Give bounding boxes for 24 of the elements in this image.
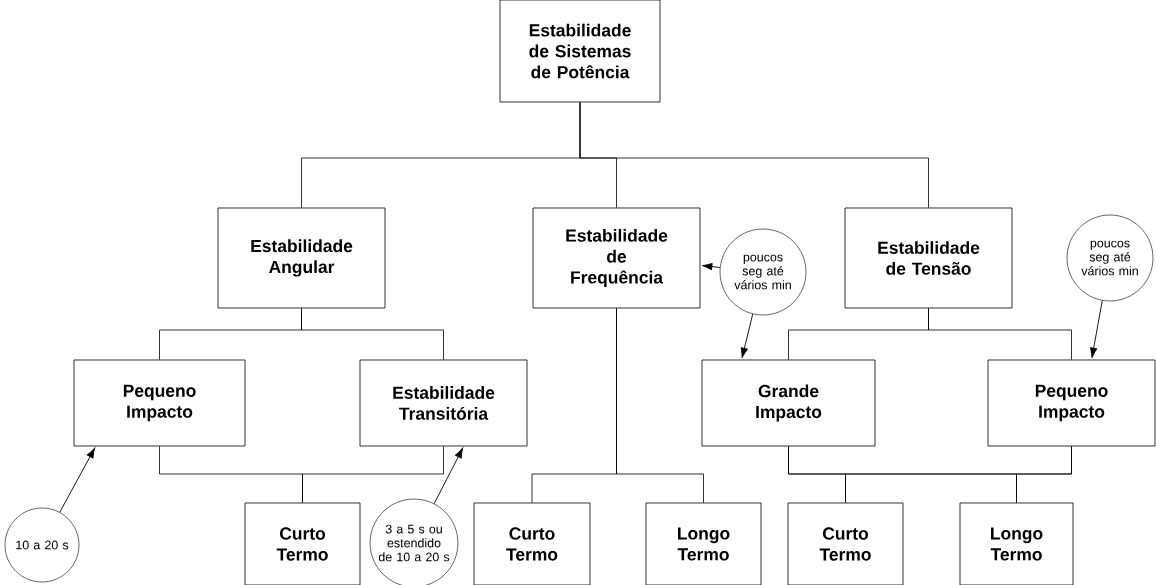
process-box: Estabilidade de Frequência bbox=[532, 207, 701, 309]
connector-line bbox=[928, 308, 1072, 360]
process-box: Curto Termo bbox=[473, 502, 591, 585]
connector-line bbox=[579, 102, 929, 208]
connector-line bbox=[302, 446, 444, 503]
arrow bbox=[433, 447, 464, 505]
process-box: Longo Termo bbox=[645, 502, 762, 585]
process-box: Estabilidade Transitória bbox=[359, 359, 528, 447]
arrow bbox=[740, 313, 754, 359]
connector-line bbox=[616, 308, 704, 503]
arrow bbox=[59, 447, 96, 513]
arrow bbox=[702, 262, 721, 271]
process-box: Estabilidade de Tensão bbox=[844, 207, 1013, 309]
process-box: Pequeno Impacto bbox=[73, 359, 246, 447]
process-box: Pequeno Impacto bbox=[987, 359, 1156, 447]
process-box: Curto Termo bbox=[244, 502, 361, 585]
process-box: Estabilidade de Sistemas de Potência bbox=[499, 0, 661, 103]
process-box: Longo Termo bbox=[959, 502, 1074, 585]
process-box: Grande Impacto bbox=[701, 359, 876, 447]
process-box: Estabilidade Angular bbox=[217, 207, 386, 309]
connector-line bbox=[301, 308, 444, 360]
connector-line bbox=[1016, 446, 1072, 503]
process-box: Curto Termo bbox=[787, 502, 904, 585]
arrow bbox=[1090, 300, 1103, 358]
